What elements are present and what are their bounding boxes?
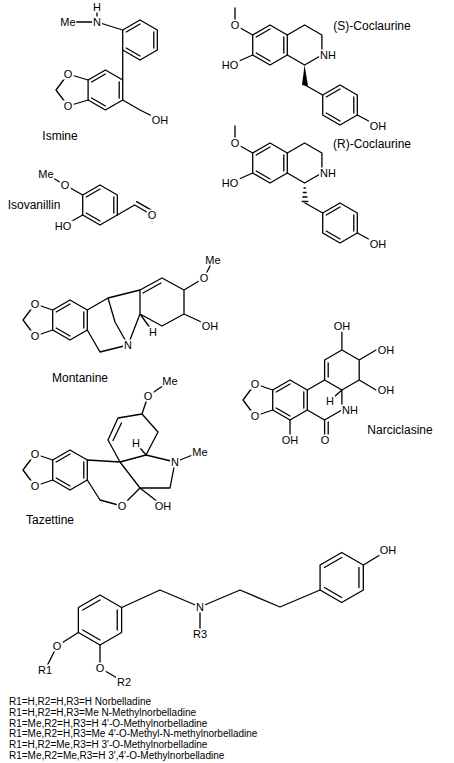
- atom-label: O: [147, 210, 158, 221]
- atom-label: Me: [191, 447, 208, 458]
- atom-label: NH: [319, 168, 337, 179]
- atom-label: HO: [221, 178, 240, 189]
- isovanillin-structure: [46, 174, 152, 226]
- atom-label: OH: [379, 545, 398, 556]
- atom-label: NH: [341, 405, 359, 416]
- atom-label: H: [92, 2, 102, 13]
- atom-label: OH: [377, 385, 396, 396]
- compound-name: (S)-Coclaurine: [332, 20, 411, 32]
- compound-name: Ismine: [41, 130, 78, 142]
- ismine-structure: [56, 7, 160, 120]
- substituent-note: R1=Me,R2=Me,R3=H 3',4'-O-Methylnorbellad…: [8, 751, 225, 761]
- atom-label: O: [95, 663, 106, 674]
- atom-label: O: [30, 331, 41, 342]
- atom-label: O: [250, 379, 261, 390]
- atom-label: O: [199, 273, 210, 284]
- atom-label: OH: [333, 321, 352, 332]
- atom-label: N: [195, 602, 205, 613]
- atom-label: HO: [221, 60, 240, 71]
- substituent-note: R1=H,R2=H,R3=Me N-Methylnorbelladine: [8, 708, 197, 718]
- atom-label: OH: [377, 345, 396, 356]
- substituent-note: R1=Me,R2=H,R3=Me 4'-O-Methyl-N-methylnor…: [8, 729, 258, 739]
- atom-label: OH: [369, 121, 388, 132]
- atom-label: N: [92, 17, 102, 28]
- atom-label: O: [30, 299, 41, 310]
- atom-label: O: [30, 449, 41, 460]
- atom-label: N: [170, 457, 180, 468]
- atom-label: R1: [37, 665, 53, 676]
- atom-label: Me: [37, 169, 54, 180]
- atom-label: H: [131, 438, 141, 449]
- atom-label: R2: [116, 677, 132, 688]
- compound-name: Tazettine: [25, 514, 75, 526]
- atom-label: O: [117, 501, 128, 512]
- atom-label: OH: [369, 239, 388, 250]
- atom-label: R3: [192, 629, 208, 640]
- atom-label: OH: [281, 435, 300, 446]
- narciclasine-structure: [243, 332, 376, 440]
- atom-label: Me: [59, 17, 76, 28]
- compound-name: (R)-Coclaurine: [332, 138, 412, 150]
- atom-label: O: [63, 69, 74, 80]
- compound-name: Isovanillin: [7, 199, 62, 211]
- atom-label: O: [60, 180, 71, 191]
- atom-label: O: [52, 641, 63, 652]
- montanine-structure: [23, 260, 213, 352]
- substituent-note: R1=Me,R2=H,R3=H 4'-O-Methylnorbelladine: [8, 719, 208, 729]
- atom-label: Me: [161, 376, 178, 387]
- substituent-note: R1=H,R2=Me,R3=H 3'-O-Methylnorbelladine: [8, 740, 208, 750]
- atom-label: H: [325, 396, 335, 407]
- atom-label: OH: [154, 501, 173, 512]
- norbelladine-structure: [45, 550, 388, 682]
- atom-label: O: [230, 138, 241, 149]
- compound-name: Narciclasine: [366, 424, 433, 436]
- atom-label: O: [320, 435, 331, 446]
- atom-label: O: [63, 101, 74, 112]
- atom-label: OH: [201, 321, 220, 332]
- compound-name: Montanine: [51, 372, 109, 384]
- atom-label: H: [148, 327, 158, 338]
- atom-label: O: [143, 391, 154, 402]
- atom-label: O: [230, 20, 241, 31]
- tazettine-structure: [23, 381, 200, 506]
- atom-label: N: [123, 340, 133, 351]
- atom-label: HO: [54, 221, 73, 232]
- atom-label: NH: [319, 50, 337, 61]
- atom-label: O: [30, 481, 41, 492]
- atom-label: Me: [204, 255, 221, 266]
- atom-label: O: [250, 411, 261, 422]
- atom-label: OH: [151, 115, 170, 126]
- substituent-note: R1=H,R2=H,R3=H Norbelladine: [8, 697, 152, 707]
